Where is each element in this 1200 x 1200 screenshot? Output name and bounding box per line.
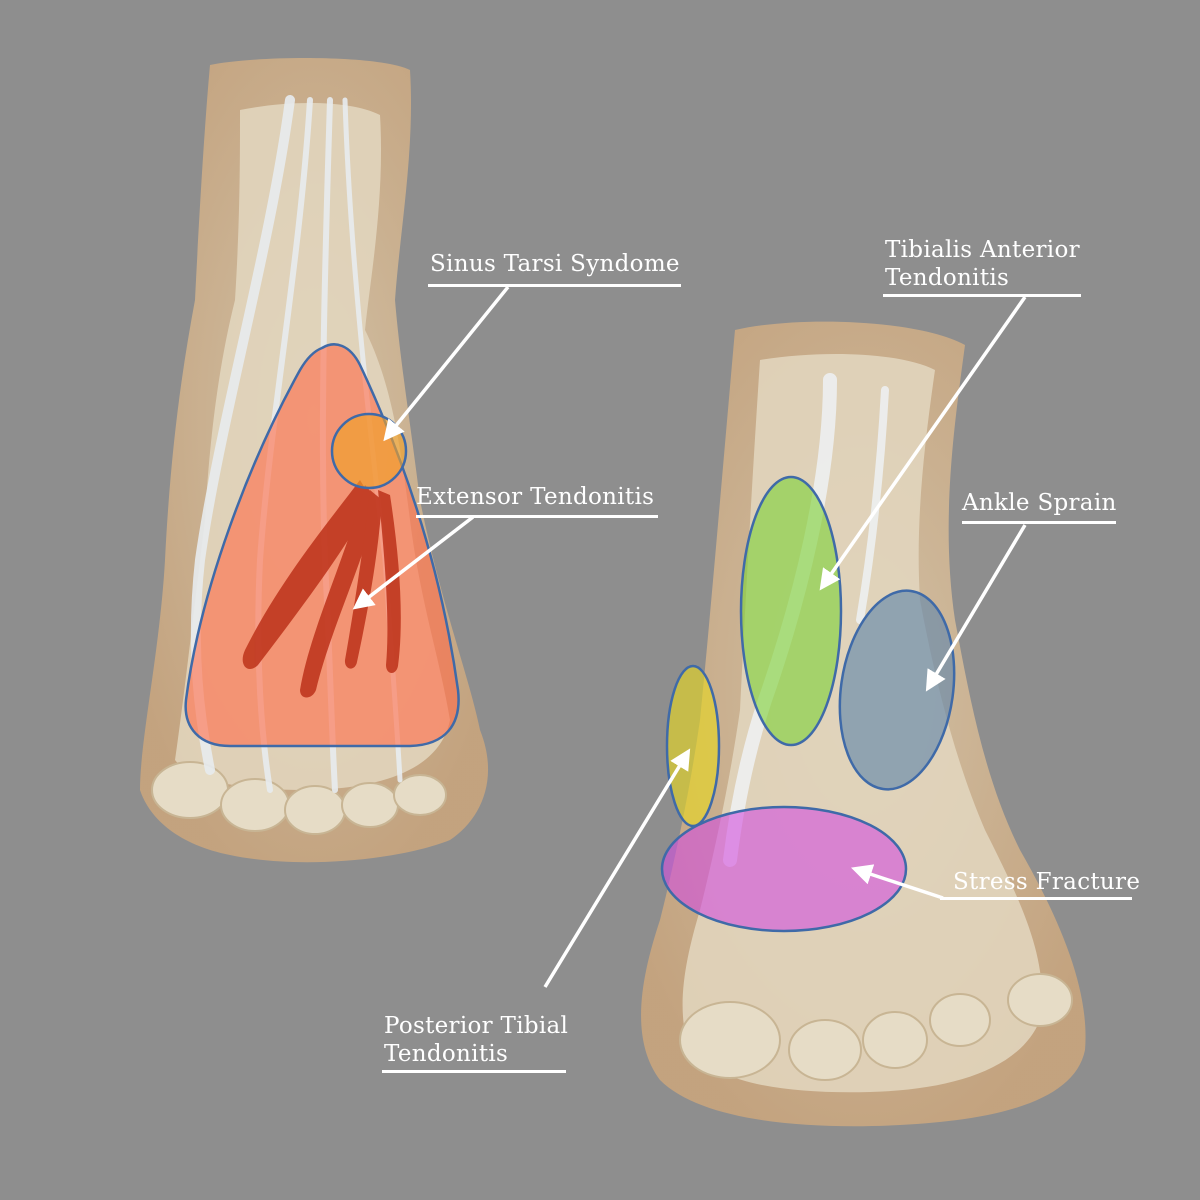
extensor-label: Extensor Tendonitis bbox=[416, 483, 654, 511]
posterior-tibial-text-line1: Posterior Tibial bbox=[384, 1013, 569, 1039]
extensor-text: Extensor Tendonitis bbox=[416, 484, 655, 510]
extensor-muscles bbox=[242, 480, 401, 698]
sinus-tarsi-underline bbox=[428, 284, 681, 287]
tibialis-anterior-text-line1: Tibialis Anterior bbox=[885, 237, 1080, 263]
stress-fracture-region bbox=[660, 805, 908, 933]
stress-fracture-pointer bbox=[851, 864, 944, 900]
tibialis-anterior-label: Tibialis Anterior Tendonitis bbox=[885, 236, 1080, 292]
posterior-tibial-underline bbox=[382, 1070, 566, 1073]
pointer-lines bbox=[352, 285, 1027, 988]
left-toes bbox=[151, 761, 447, 835]
posterior-tibial-text-line2: Tendonitis bbox=[384, 1041, 509, 1067]
stress-fracture-label: Stress Fracture bbox=[953, 868, 1140, 896]
tibialis-anterior-pointer bbox=[819, 295, 1027, 591]
ankle-sprain-pointer bbox=[925, 524, 1027, 692]
sinus-tarsi-text: Sinus Tarsi Syndome bbox=[430, 251, 680, 277]
tibialis-anterior-underline bbox=[883, 294, 1081, 297]
extensor-pointer bbox=[352, 515, 475, 610]
ankle-sprain-region bbox=[838, 589, 956, 791]
stress-fracture-text: Stress Fracture bbox=[953, 869, 1141, 895]
stress-fracture-underline bbox=[940, 897, 1132, 900]
extensor-underline bbox=[416, 515, 658, 518]
posterior-tibial-region bbox=[665, 664, 721, 828]
posterior-tibial-pointer bbox=[543, 748, 691, 988]
ankle-sprain-text: Ankle Sprain bbox=[962, 490, 1117, 516]
sinus-tarsi-pointer bbox=[383, 285, 510, 442]
tibialis-anterior-text-line2: Tendonitis bbox=[885, 265, 1010, 291]
ankle-sprain-underline bbox=[962, 521, 1116, 524]
sinus-tarsi-label: Sinus Tarsi Syndome bbox=[430, 250, 680, 278]
right-toes bbox=[679, 973, 1073, 1081]
ankle-sprain-label: Ankle Sprain bbox=[962, 489, 1117, 517]
tibialis-anterior-region bbox=[739, 475, 843, 747]
posterior-tibial-label: Posterior Tibial Tendonitis bbox=[384, 1012, 568, 1068]
